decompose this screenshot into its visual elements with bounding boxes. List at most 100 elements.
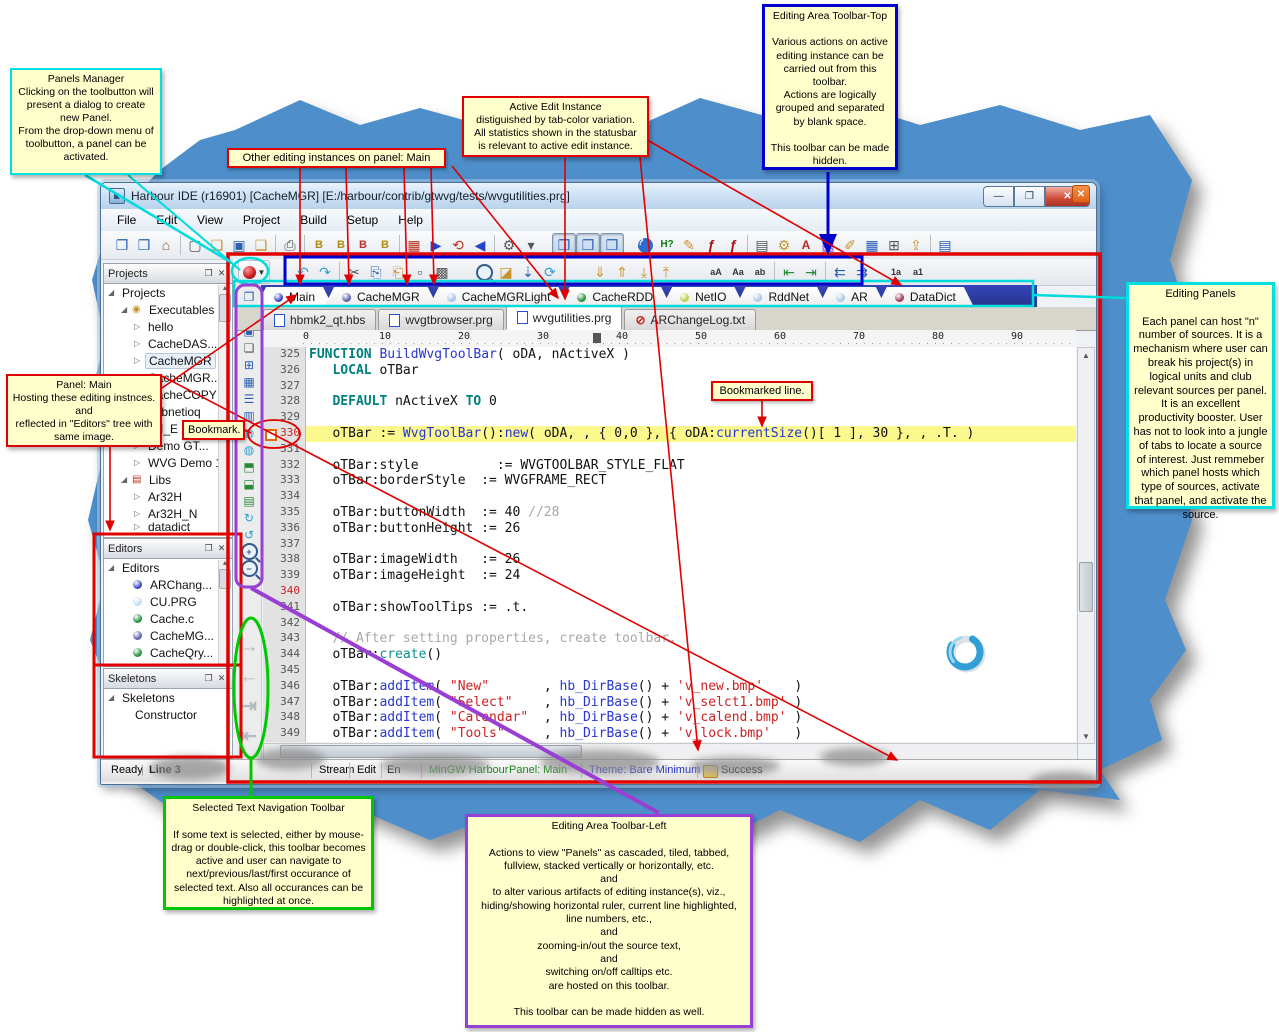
- editor-tab-wvgtbrowser.prg[interactable]: wvgtbrowser.prg: [378, 309, 504, 330]
- paste-button[interactable]: ⎗: [387, 261, 409, 283]
- horizontal-scrollbar[interactable]: [263, 743, 1078, 760]
- editor-tab-archangelog.txt[interactable]: ⊘ARChangeLog.txt: [624, 309, 757, 330]
- project-tree-item[interactable]: ◢Projects: [104, 284, 232, 301]
- code-line[interactable]: 328 DEFAULT nActiveX TO 0: [263, 394, 1076, 411]
- editors-tree-item[interactable]: CacheMG...: [104, 627, 232, 644]
- invert-case-button[interactable]: ab: [749, 261, 771, 283]
- compile-io-button[interactable]: B: [330, 234, 352, 256]
- redo-button[interactable]: ↷: [314, 261, 336, 283]
- expander-closed-icon[interactable]: ▷: [134, 339, 141, 348]
- refresh-button[interactable]: ⟳: [539, 261, 561, 283]
- copy-button[interactable]: ⎘: [365, 261, 387, 283]
- find-in-files-button[interactable]: ⇣: [517, 261, 539, 283]
- environment-button[interactable]: ❒: [133, 234, 155, 256]
- projects-scrollbar[interactable]: ▲: [218, 285, 231, 536]
- bookmark-next-button[interactable]: 1a: [885, 261, 907, 283]
- expander-closed-icon[interactable]: ▷: [134, 322, 141, 331]
- code-line[interactable]: 339 oTBar:imageHeight := 24: [263, 568, 1076, 584]
- panel-tab-main[interactable]: Main: [256, 287, 333, 307]
- undo-button[interactable]: ↶: [292, 261, 314, 283]
- previous-occurrence-button[interactable]: ←: [238, 661, 260, 691]
- to-uppercase-button[interactable]: aA: [705, 261, 727, 283]
- close-editor-icon[interactable]: ✕: [1072, 185, 1090, 203]
- code-line[interactable]: 349 oTBar:addItem( "Tools" , hb_DirBase(…: [263, 726, 1076, 742]
- view-fullview-button[interactable]: ❐: [239, 288, 259, 305]
- print-button[interactable]: ⎙: [279, 234, 301, 256]
- dialogs-button[interactable]: ▧: [817, 234, 839, 256]
- editors-tree-item[interactable]: CU.PRG: [104, 593, 232, 610]
- panel-tab-rddnet[interactable]: RddNet: [735, 287, 827, 307]
- cut-button[interactable]: ✂: [343, 261, 365, 283]
- code-line[interactable]: 347 oTBar:addItem( "Select" , hb_DirBase…: [263, 694, 1076, 711]
- toggle-ruler-button[interactable]: ⬒: [239, 458, 259, 475]
- view-editors-button[interactable]: ❒: [576, 233, 600, 257]
- bookmark-prev-button[interactable]: a1: [907, 261, 929, 283]
- code-line[interactable]: 330 oTBar := WvgToolBar():new( oDA, , { …: [263, 425, 1076, 442]
- globe-zoom-out-button[interactable]: ◍: [239, 441, 259, 458]
- select-block-button[interactable]: ▩: [431, 261, 453, 283]
- unindent-button[interactable]: ⇤: [778, 261, 800, 283]
- float-icon[interactable]: ❐: [204, 543, 213, 553]
- move-line-down-button[interactable]: ⤓: [633, 261, 655, 283]
- float-icon[interactable]: ❐: [204, 268, 213, 278]
- code-line[interactable]: 348 oTBar:addItem( "Calendar" , hb_DirBa…: [263, 710, 1076, 727]
- skeletons-tree-item[interactable]: ◢Skeletons: [104, 689, 232, 706]
- expander-open-icon[interactable]: ◢: [121, 305, 128, 314]
- build-button[interactable]: ▦: [403, 234, 425, 256]
- project-tree-item[interactable]: ▷Ar32H: [104, 488, 232, 505]
- code-line[interactable]: 327: [263, 378, 1076, 395]
- harbour-help-button[interactable]: H?: [656, 234, 678, 256]
- toggle-current-line-button[interactable]: ⬓: [239, 475, 259, 492]
- move-line-up-button[interactable]: ⤒: [655, 261, 677, 283]
- view-stacked-button[interactable]: ☰: [239, 390, 259, 407]
- skeletons-tree-item[interactable]: Constructor: [104, 706, 232, 723]
- editors-tree-item[interactable]: ARChang...: [104, 576, 232, 593]
- project-tree-item[interactable]: ▷Ar32H_N: [104, 505, 232, 522]
- tables-button[interactable]: ▦: [861, 234, 883, 256]
- expander-closed-icon[interactable]: ▷: [134, 522, 141, 531]
- menu-project[interactable]: Project: [242, 213, 281, 227]
- view-tiled-grid-button[interactable]: ▦: [239, 373, 259, 390]
- expander-closed-icon[interactable]: ▷: [134, 509, 141, 518]
- title-bar[interactable]: Harbour IDE (r16901) [CacheMGR] [E:/harb…: [101, 183, 1096, 209]
- shift-right-button[interactable]: ⇉: [851, 261, 873, 283]
- code-line[interactable]: 341 oTBar:showToolTips := .t.: [263, 599, 1076, 616]
- close-icon[interactable]: ✕: [217, 543, 226, 553]
- project-tree-item[interactable]: ◢◉Executables: [104, 301, 232, 318]
- project-tree-item[interactable]: ▷datadict: [104, 522, 232, 531]
- project-open-button[interactable]: ❐: [111, 234, 133, 256]
- editors-tree-item[interactable]: ◢Editors: [104, 559, 232, 576]
- grid-button[interactable]: ⊞: [883, 234, 905, 256]
- minimize-button[interactable]: —: [983, 186, 1014, 207]
- goto-top-button[interactable]: ⇑: [611, 261, 633, 283]
- open-file-button[interactable]: ❏: [206, 234, 228, 256]
- project-tree-item[interactable]: ▷CacheMGR: [104, 352, 232, 369]
- rebuild-launch-button[interactable]: ◀: [469, 234, 491, 256]
- shift-left-button[interactable]: ⇇: [829, 261, 851, 283]
- project-tree-item[interactable]: ▷CacheDAS...: [104, 335, 232, 352]
- expander-open-icon[interactable]: ◢: [108, 693, 115, 702]
- editor-tab-hbmk2_qt.hbs[interactable]: hbmk2_qt.hbs: [263, 309, 377, 330]
- view-projects-button[interactable]: ❒: [552, 233, 576, 257]
- notes-button[interactable]: ✎: [678, 234, 700, 256]
- first-occurrence-button[interactable]: ⇤: [238, 721, 260, 751]
- select-rect-button[interactable]: ▫: [409, 261, 431, 283]
- panel-tab-cacherdd[interactable]: CacheRDD: [559, 287, 671, 307]
- panel-tab-netio[interactable]: NetIO: [662, 287, 744, 307]
- editors-tree-item[interactable]: Cache.c: [104, 610, 232, 627]
- menu-edit[interactable]: Edit: [156, 213, 178, 227]
- function-tip-button[interactable]: ƒ: [722, 234, 744, 256]
- dropdown-caret-icon[interactable]: ▼: [257, 267, 266, 277]
- menu-build[interactable]: Build: [300, 213, 327, 227]
- compile-button[interactable]: B: [308, 234, 330, 256]
- compile-ppo-button[interactable]: B: [352, 234, 374, 256]
- expander-closed-icon[interactable]: ▷: [134, 492, 141, 501]
- panels-manager-button[interactable]: ▼: [238, 260, 270, 284]
- expander-closed-icon[interactable]: ▷: [134, 458, 141, 467]
- code-line[interactable]: 337: [263, 536, 1076, 553]
- code-line[interactable]: 326 LOCAL oTBar: [263, 362, 1076, 379]
- expander-open-icon[interactable]: ◢: [121, 475, 128, 484]
- menu-setup[interactable]: Setup: [346, 213, 379, 227]
- calltips-on-button[interactable]: ↻: [239, 509, 259, 526]
